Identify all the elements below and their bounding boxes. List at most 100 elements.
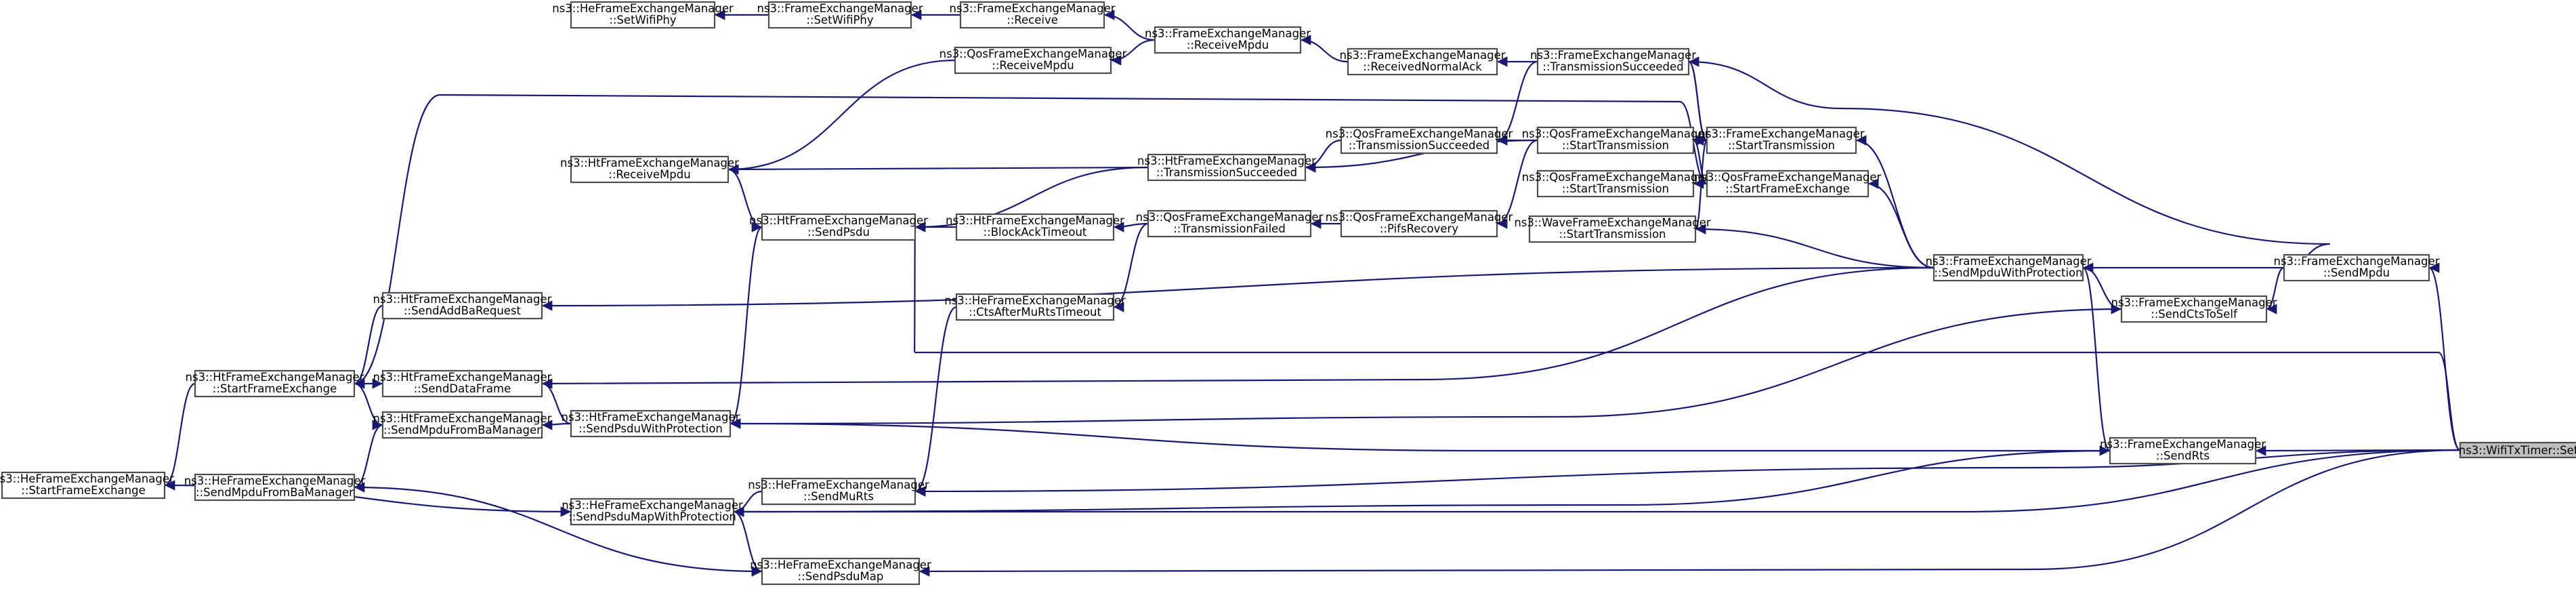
edge-feSendMpdu-to-wifiTxTimerSet [2428, 262, 2461, 451]
edge-waveStartTransmission-to-feStartTransmission [1694, 139, 1708, 235]
node-label-class: ns3::FrameExchangeManager [949, 2, 1115, 15]
edge-heSendMuRts-to-heCtsAfterMuRtsTimeout [914, 306, 957, 497]
node-label-class: ns3::FrameExchangeManager [1925, 255, 2091, 268]
node-label-class: ns3::HtFrameExchangeManager [186, 371, 364, 384]
node-label-class: ns3::HtFrameExchangeManager [562, 411, 740, 424]
node-heCtsAfterMuRtsTimeout[interactable]: ns3::HeFrameExchangeManager::CtsAfterMuR… [944, 293, 1126, 321]
node-htReceiveMpdu[interactable]: ns3::HtFrameExchangeManager::ReceiveMpdu [560, 155, 739, 184]
node-box [1536, 47, 1690, 76]
node-feReceiveMpdu[interactable]: ns3::FrameExchangeManager::ReceiveMpdu [1145, 26, 1311, 54]
edge-feSendCtsToSelf-to-feSendMpdu [2266, 266, 2285, 314]
node-label-class: ns3::QosFrameExchangeManager [1694, 171, 1882, 184]
node-feReceivedNormalAck[interactable]: ns3::FrameExchangeManager::ReceivedNorma… [1339, 47, 1506, 76]
node-box [570, 1, 716, 29]
node-label-method: ::SendMpduFromBaManager [196, 486, 354, 499]
edge-htStartFrameExchange-to-qfeStartFrameExchange [354, 94, 1708, 389]
node-label-method: ::Receive [1007, 14, 1058, 26]
node-label-class: ns3::HeFrameExchangeManager [944, 294, 1126, 307]
node-box [1706, 169, 1870, 198]
edge-qfeStartFrameExchange-to-feSendMpduWithProtection [1867, 178, 1935, 269]
node-heSendPsduMap[interactable]: ns3::HeFrameExchangeManager::SendPsduMap [750, 557, 931, 586]
edge-heSendMpduFromBaManager-to-htSendMpduFromBaManager [354, 424, 383, 493]
node-feReceive[interactable]: ns3::FrameExchangeManager::Receive [949, 1, 1116, 29]
node-label-class: ns3::QosFrameExchangeManager [939, 47, 1127, 60]
node-feSendCtsToSelf[interactable]: ns3::FrameExchangeManager::SendCtsToSelf [2111, 295, 2277, 323]
node-heSendMuRts[interactable]: ns3::HeFrameExchangeManager::SendMuRts [748, 477, 929, 506]
node-waveStartTransmission[interactable]: ns3::WaveFrameExchangeManager::StartTran… [1514, 215, 1711, 243]
node-htStartFrameExchange[interactable]: ns3::HtFrameExchangeManager::StartFrameE… [186, 369, 364, 398]
node-heSendPsduMapWithProtection[interactable]: ns3::HeFrameExchangeManager::SendPsduMap… [562, 497, 743, 526]
node-heSendMpduFromBaManager[interactable]: ns3::HeFrameExchangeManager::SendMpduFro… [184, 473, 366, 502]
node-label-method: ::SetWifiPhy [609, 14, 677, 26]
node-label-method: ::SendPsduMap [798, 570, 884, 583]
node-box [381, 291, 543, 320]
node-qfeStartFrameExchange[interactable]: ns3::QosFrameExchangeManager::StartFrame… [1694, 169, 1882, 198]
node-label-class: ns3::HeFrameExchangeManager [748, 479, 929, 491]
node-label-method: ::ReceiveMpdu [992, 59, 1074, 72]
node-wifiTxTimerSet[interactable]: ns3::WifiTxTimer::Set [2459, 441, 2576, 459]
node-label-method: ::SendMpduFromBaManager [383, 424, 541, 436]
node-label-class: ns3::FrameExchangeManager [1145, 27, 1311, 40]
node-label-class: ns3::HeFrameExchangeManager [0, 472, 174, 485]
edge-htSendAddBaRequest-to-feSendMpduWithProtection [541, 266, 1935, 311]
node-htSendDataFrame[interactable]: ns3::HtFrameExchangeManager::SendDataFra… [373, 369, 552, 398]
edge-feStartTransmission-to-feTransmissionSucceeded [1688, 60, 1708, 146]
node-label-method: ::StartFrameExchange [213, 382, 337, 395]
edge-heSendMuRts-to-wifiTxTimerSet [914, 449, 2461, 497]
node-qfePifsRecovery[interactable]: ns3::QosFrameExchangeManager::PifsRecove… [1326, 209, 1513, 238]
edge-htBlockAckTimeout-to-qfeTransmissionFailed [1113, 222, 1149, 232]
node-box [2109, 436, 2257, 465]
node-box [1340, 209, 1498, 238]
node-qfeStartTransmission[interactable]: ns3::QosFrameExchangeManager::StartTrans… [1522, 126, 1710, 155]
node-box [1536, 169, 1695, 198]
node-label-class: ns3::QosFrameExchangeManager [1522, 171, 1710, 184]
node-label-class: ns3::FrameExchangeManager [757, 2, 923, 15]
node-feSendMpduWithProtection[interactable]: ns3::FrameExchangeManager::SendMpduWithP… [1925, 253, 2092, 282]
edge-htReceiveMpdu-to-qfeReceiveMpdu [727, 59, 956, 175]
node-box [761, 477, 916, 506]
node-box [570, 155, 730, 184]
node-box [2459, 441, 2576, 459]
node-heSetWifiPhy[interactable]: ns3::HeFrameExchangeManager::SetWifiPhy [552, 1, 734, 29]
node-box [1528, 215, 1697, 243]
node-box [955, 293, 1115, 321]
edge-heStartFrameExchange-to-htStartFrameExchange [164, 382, 196, 491]
node-htSendAddBaRequest[interactable]: ns3::HtFrameExchangeManager::SendAddBaRe… [373, 291, 552, 320]
node-box [194, 369, 356, 398]
node-qfeTransmissionFailed[interactable]: ns3::QosFrameExchangeManager::Transmissi… [1136, 209, 1324, 238]
node-feTransmissionSucceeded[interactable]: ns3::FrameExchangeManager::TransmissionS… [1530, 47, 1696, 76]
node-qfeStartTransmission2[interactable]: ns3::QosFrameExchangeManager::StartTrans… [1522, 169, 1710, 198]
node-label-class: ns3::QosFrameExchangeManager [1326, 211, 1513, 224]
edge-layer [164, 9, 2461, 577]
node-label-class: ns3::HtFrameExchangeManager [946, 214, 1124, 227]
node-htSendMpduFromBaManager[interactable]: ns3::HtFrameExchangeManager::SendMpduFro… [373, 411, 552, 439]
edge-htSendPsdu-to-htReceiveMpdu [727, 168, 763, 232]
node-htTransmissionSucceeded[interactable]: ns3::HtFrameExchangeManager::Transmissio… [1137, 153, 1316, 182]
node-box [959, 1, 1105, 29]
node-qfeReceiveMpdu[interactable]: ns3::QosFrameExchangeManager::ReceiveMpd… [939, 46, 1127, 75]
node-feStartTransmission[interactable]: ns3::FrameExchangeManager::StartTransmis… [1698, 126, 1865, 155]
node-feSendMpdu[interactable]: ns3::FrameExchangeManager::SendMpdu [2273, 253, 2440, 282]
node-htSendPsdu[interactable]: ns3::HtFrameExchangeManager::SendPsdu [749, 213, 928, 241]
node-box [1147, 153, 1307, 182]
node-feSetWifiPhy[interactable]: ns3::FrameExchangeManager::SetWifiPhy [757, 1, 923, 29]
node-label-class: ns3::FrameExchangeManager [1698, 127, 1864, 140]
node-heStartFrameExchange[interactable]: ns3::HeFrameExchangeManager::StartFrameE… [0, 471, 174, 500]
node-label-class: ns3::FrameExchangeManager [1339, 49, 1505, 62]
node-label-method: ::SendMpduWithProtection [1934, 266, 2082, 279]
node-box [2283, 253, 2430, 282]
node-label-class: ns3::WaveFrameExchangeManager [1514, 216, 1711, 229]
node-htSendPsduWithProtection[interactable]: ns3::HtFrameExchangeManager::SendPsduWit… [562, 409, 740, 438]
node-label-method: ::SendPsduMapWithProtection [568, 510, 736, 523]
edge-htSendPsdu-to-wifiTxTimerSet [903, 226, 2461, 451]
node-box [955, 213, 1115, 241]
node-label-class: ns3::HeFrameExchangeManager [552, 2, 734, 15]
node-htBlockAckTimeout[interactable]: ns3::HtFrameExchangeManager::BlockAckTim… [946, 213, 1124, 241]
node-label-method: ::SendCtsToSelf [2151, 308, 2238, 321]
node-qfeTransmissionSucceeded[interactable]: ns3::QosFrameExchangeManager::Transmissi… [1326, 126, 1513, 155]
edge-htSendPsduWithProtection-to-feSendRts [730, 418, 2110, 452]
node-feSendRts[interactable]: ns3::FrameExchangeManager::SendRts [2100, 436, 2266, 465]
node-label-method: ::StartTransmission [1562, 139, 1669, 152]
edge-feSendRts-to-feSendMpduWithProtection [2082, 266, 2111, 456]
